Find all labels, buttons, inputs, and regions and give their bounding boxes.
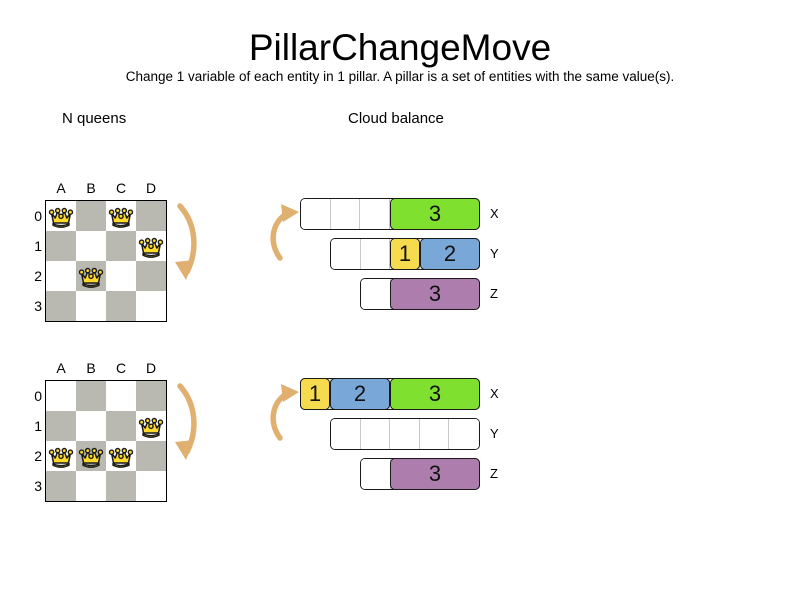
row-label-1: 1 [34,238,42,254]
process-yellow-1-Y[interactable]: 1 [390,238,420,270]
board-cell-C3[interactable] [106,291,136,321]
column-label-C: C [115,180,127,196]
row-label-2: 2 [34,448,42,464]
board-cell-B3[interactable] [76,471,106,501]
process-purple-3-Z[interactable]: 3 [390,458,480,490]
board-cell-C0[interactable] [106,381,136,411]
process-purple-3-Z[interactable]: 3 [390,278,480,310]
row-label-3: 3 [34,478,42,494]
board-cell-D3[interactable] [136,291,166,321]
row-label-0: 0 [34,208,42,224]
board-cell-B2[interactable] [76,441,106,471]
nqueens-board-before: A B C D 0 1 2 3 [34,181,167,322]
row-label-3: 3 [34,298,42,314]
board-cell-C1[interactable] [106,411,136,441]
nqueens-board-after: A B C D 0 1 2 3 [34,361,167,502]
chessboard: A B C D 0 1 2 3 [34,181,167,322]
board-cell-D2[interactable] [136,261,166,291]
board-cell-D1[interactable] [136,411,166,441]
chessboard: A B C D 0 1 2 3 [34,361,167,502]
board-cell-B1[interactable] [76,411,106,441]
computer-label-X: X [490,386,499,401]
board-cell-D2[interactable] [136,441,166,471]
move-arrow-queens-before [166,198,212,295]
process-green-3-X[interactable]: 3 [390,378,480,410]
process-blue-2-Y[interactable]: 2 [420,238,480,270]
column-label-B: B [86,180,96,196]
capacity-unit [331,239,361,269]
row-label-0: 0 [34,388,42,404]
board-cell-D0[interactable] [136,381,166,411]
process-green-3-X[interactable]: 3 [390,198,480,230]
computer-label-Y: Y [490,426,499,441]
board-cell-B2[interactable] [76,261,106,291]
capacity-unit [449,419,479,449]
board-cell-A3[interactable] [46,291,76,321]
capacity-unit [419,419,450,449]
process-blue-2-X[interactable]: 2 [330,378,390,410]
board-cell-A0[interactable] [46,381,76,411]
column-label-C: C [115,360,127,376]
computer-label-Y: Y [490,246,499,261]
board-cell-A2[interactable] [46,261,76,291]
column-label-A: A [56,360,66,376]
row-label-2: 2 [34,268,42,284]
board-cell-B1[interactable] [76,231,106,261]
computer-capacity-track-Y[interactable] [330,418,480,450]
column-label-D: D [145,360,157,376]
board-cell-C3[interactable] [106,471,136,501]
capacity-unit [301,199,331,229]
board-cell-D3[interactable] [136,471,166,501]
capacity-unit [361,279,391,309]
move-arrow-cloud-after [266,376,308,453]
board-cell-C2[interactable] [106,441,136,471]
move-arrow-queens-after [166,378,212,475]
column-label-D: D [145,180,157,196]
capacity-unit [360,199,391,229]
capacity-unit [360,239,391,269]
board-cell-B0[interactable] [76,201,106,231]
capacity-unit [360,419,391,449]
board-cell-C2[interactable] [106,261,136,291]
computer-label-Z: Z [490,286,498,301]
computer-label-Z: Z [490,466,498,481]
process-yellow-1-X[interactable]: 1 [300,378,330,410]
page-subtitle: Change 1 variable of each entity in 1 pi… [125,69,675,84]
section-title-cloud-balance: Cloud balance [348,110,444,127]
board-cell-A1[interactable] [46,411,76,441]
board-cell-B0[interactable] [76,381,106,411]
board-cell-C1[interactable] [106,231,136,261]
move-arrow-cloud-before [266,196,308,273]
column-label-A: A [56,180,66,196]
capacity-unit [390,419,420,449]
page-title: PillarChangeMove [248,27,552,68]
board-cell-C0[interactable] [106,201,136,231]
capacity-unit [330,199,361,229]
computer-row-Y: Y [300,418,499,450]
board-cell-A2[interactable] [46,441,76,471]
board-cell-A1[interactable] [46,231,76,261]
computer-label-X: X [490,206,499,221]
board-cell-D0[interactable] [136,201,166,231]
board-cell-B3[interactable] [76,291,106,321]
board-cell-A0[interactable] [46,201,76,231]
row-label-1: 1 [34,418,42,434]
board-cell-D1[interactable] [136,231,166,261]
section-title-nqueens: N queens [62,110,127,127]
capacity-unit [361,459,391,489]
capacity-unit [331,419,361,449]
board-cell-A3[interactable] [46,471,76,501]
column-label-B: B [86,360,96,376]
